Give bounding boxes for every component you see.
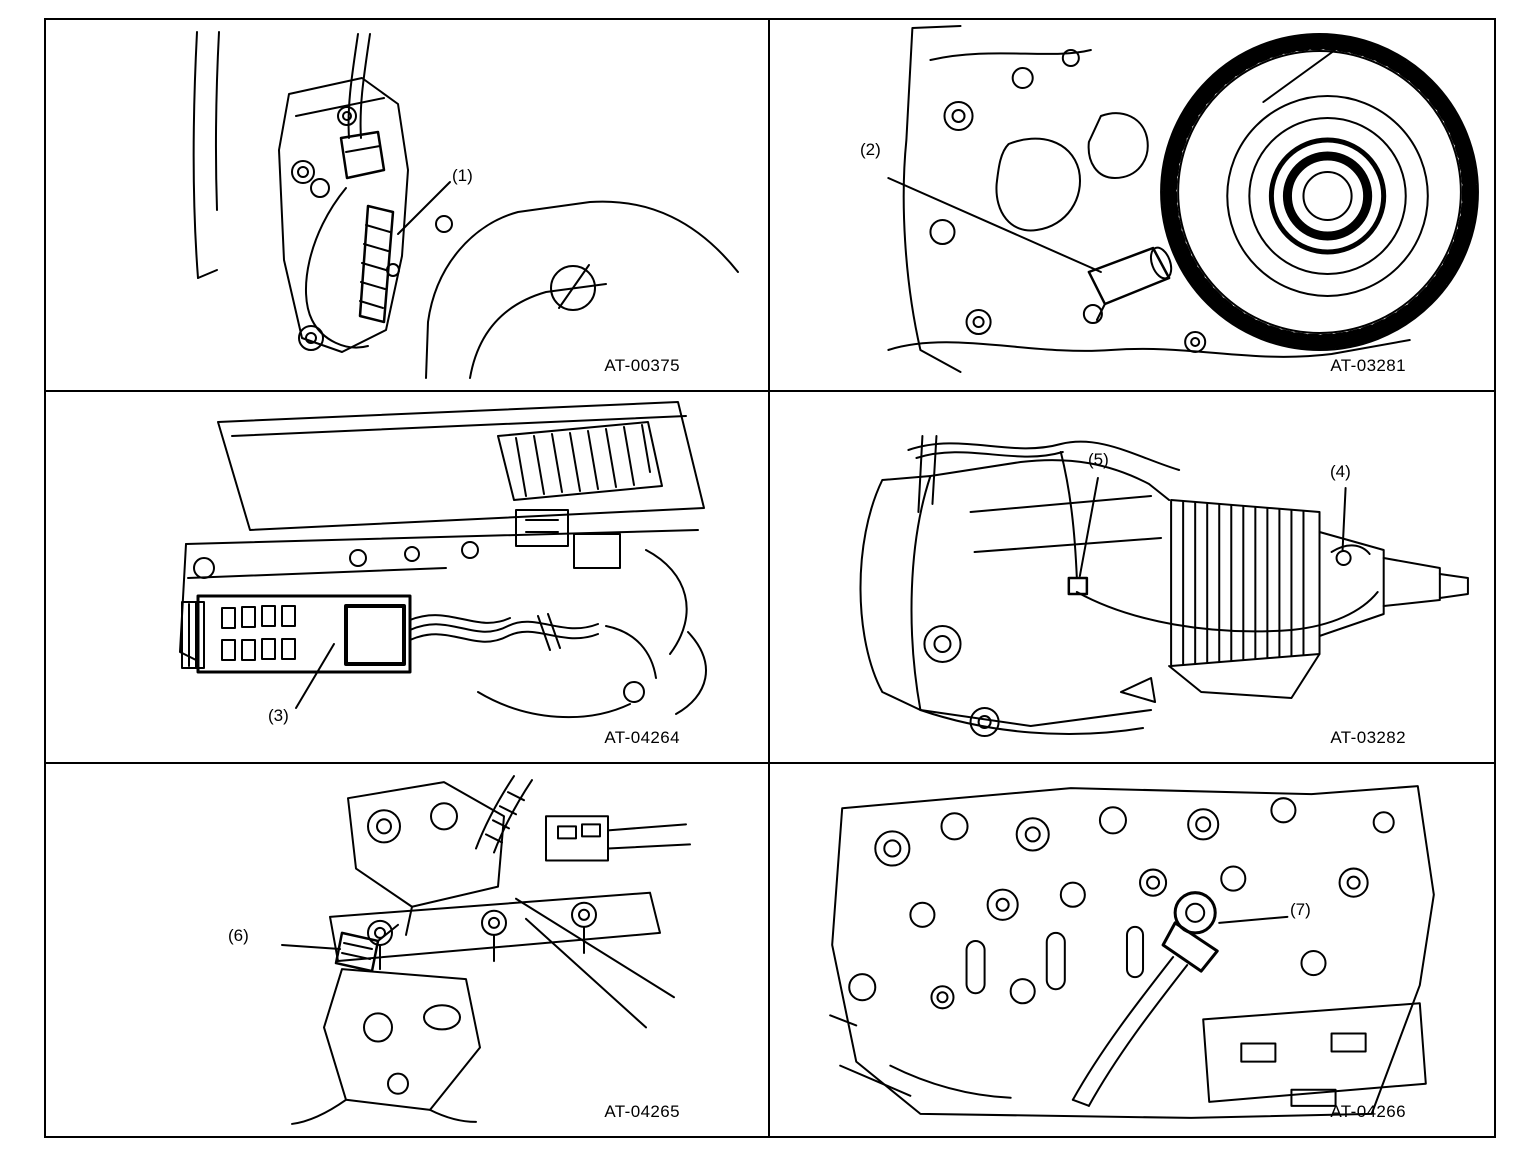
figure-code: AT-03282	[1330, 728, 1406, 747]
housing-outline	[887, 25, 1411, 373]
sensor-4-part	[1330, 544, 1371, 566]
panel-control-valve-connector: (3) AT-04264	[46, 392, 770, 764]
panel-speed-sensor-gear: (2) AT-03281	[770, 20, 1494, 392]
callout-1-leader-line	[397, 181, 451, 235]
solenoid-capsules	[965, 925, 1145, 995]
valve-body-drawing	[829, 785, 1435, 1119]
harness-cable	[339, 33, 386, 180]
valve-body-outline	[831, 785, 1435, 1119]
sensor-part	[334, 923, 399, 973]
figure-code: AT-04266	[1330, 1102, 1406, 1121]
callout-4-leader-line	[1341, 487, 1347, 551]
callout-5-leader-line	[1078, 477, 1099, 577]
edge-lines	[515, 897, 675, 1029]
diagram-sheet: (1) AT-00375	[44, 18, 1496, 1138]
control-valve-drawing	[179, 401, 707, 719]
bracket-plate	[278, 77, 453, 353]
mid-body	[179, 529, 699, 661]
support-rod	[192, 31, 220, 279]
oil-pan	[919, 653, 1321, 737]
wire-harness	[409, 509, 621, 651]
wiring-harness	[907, 435, 1379, 633]
callout-7-label: (7)	[1290, 900, 1311, 919]
lower-bracket	[291, 968, 481, 1125]
sensor-5-part	[1067, 576, 1089, 596]
callout-3-leader-line	[295, 643, 335, 709]
figure-code: AT-00375	[604, 356, 680, 375]
bolt-holes	[848, 797, 1395, 1010]
bottom-plate	[1202, 1002, 1427, 1107]
mid-bracket-bar	[329, 891, 661, 971]
callout-5-label: (5)	[1088, 450, 1109, 469]
inhibitor-switch-drawing	[192, 31, 739, 379]
callout-1-label: (1)	[452, 166, 473, 185]
panel-transmission-assembly: (5) (4) AT-03282	[770, 392, 1494, 764]
sensor-part	[358, 204, 395, 324]
callout-7-leader-line	[1218, 915, 1289, 924]
gear-drum	[1160, 33, 1479, 351]
callout-2-label: (2)	[860, 140, 881, 159]
speed-sensor-gear-drawing	[887, 25, 1479, 373]
callout-6-leader-line	[281, 943, 341, 950]
callout-6-label: (6)	[228, 926, 249, 945]
panel-inhibitor-switch: (1) AT-00375	[46, 20, 770, 392]
corner-details	[829, 1014, 1012, 1099]
callout-3-label: (3)	[268, 706, 289, 725]
figure-code: AT-03281	[1330, 356, 1406, 375]
pointer-line	[1262, 37, 1353, 103]
panel-valve-body-sensor: (7) AT-04266	[770, 764, 1494, 1136]
sensor-part	[1161, 891, 1219, 973]
callout-2-leader-line	[887, 177, 1102, 273]
figure-code: AT-04265	[604, 1102, 680, 1121]
connector-block	[181, 594, 412, 674]
tail-shaft	[1318, 531, 1469, 637]
bell-housing	[859, 459, 1171, 727]
transmission-assembly-drawing	[859, 435, 1469, 737]
sensor-part	[1082, 246, 1173, 324]
panel-bracket-sensor: (6) AT-04265	[46, 764, 770, 1136]
figure-code: AT-04264	[604, 728, 680, 747]
body-outline	[425, 200, 739, 379]
sensor-cable	[1071, 956, 1189, 1107]
striped-cable	[475, 775, 691, 862]
right-details	[477, 549, 707, 719]
ribbed-drum	[1170, 499, 1321, 667]
bracket-sensor-drawing	[281, 775, 691, 1125]
callout-4-label: (4)	[1330, 462, 1351, 481]
lower-wire	[298, 187, 369, 351]
upper-pan	[217, 401, 705, 531]
upper-bracket	[347, 781, 505, 936]
